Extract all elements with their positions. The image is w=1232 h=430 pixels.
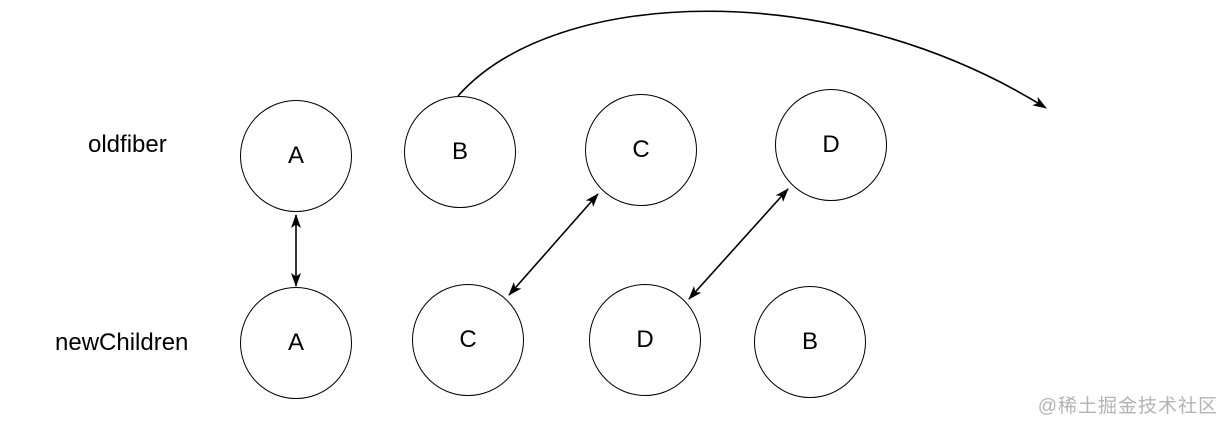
node-oldfiber-c: C — [585, 94, 697, 206]
oldfiber-row-label: oldfiber — [88, 131, 167, 158]
node-oldfiber-b: B — [404, 96, 516, 208]
node-oldfiber-a: A — [240, 100, 352, 212]
node-newchildren-b: B — [754, 286, 866, 398]
node-oldfiber-d: D — [775, 89, 887, 201]
watermark-text: @稀土掘金技术社区 — [1037, 396, 1218, 417]
link-arrow-d-d — [688, 188, 789, 300]
node-newchildren-d: D — [589, 284, 701, 396]
link-arrow-c-c — [508, 193, 599, 296]
newchildren-row-label: newChildren — [55, 329, 189, 356]
node-label: A — [287, 142, 304, 169]
node-label: C — [632, 136, 650, 163]
node-label: A — [287, 329, 304, 356]
node-label: D — [636, 326, 654, 353]
node-label: B — [801, 328, 818, 355]
move-arrow-b — [457, 10, 1047, 109]
node-label: C — [459, 326, 477, 353]
node-label: D — [822, 131, 840, 158]
node-newchildren-c: C — [412, 284, 524, 396]
node-label: B — [451, 138, 468, 165]
node-newchildren-a: A — [240, 287, 352, 399]
